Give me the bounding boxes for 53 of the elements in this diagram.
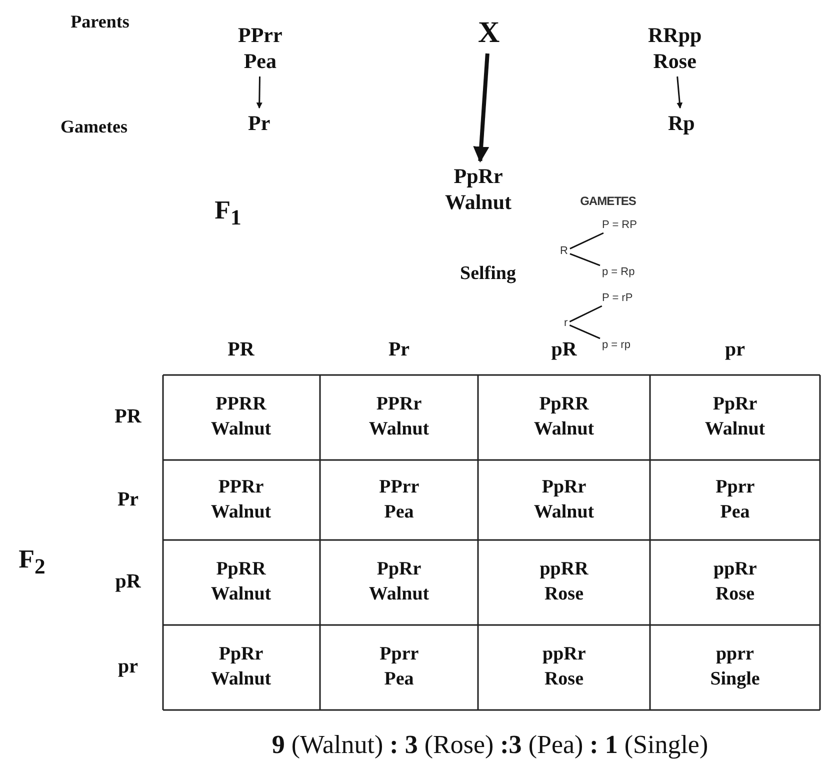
arrow	[676, 76, 683, 109]
genotype-label: Rp	[668, 110, 695, 136]
genotype-cell-text: ppRr Rose	[714, 557, 756, 606]
cross-symbol: X	[478, 15, 500, 51]
phenotype-label: Walnut	[445, 189, 512, 216]
phenotype-label: Rose	[653, 48, 696, 74]
row-header: PR	[114, 406, 142, 428]
genotype-cell-text: PpRr Walnut	[704, 392, 766, 441]
genotype-cell-text: ppRR Rose	[540, 557, 588, 606]
branch-line	[570, 253, 600, 266]
step-label: Selfing	[460, 263, 516, 285]
genotype-cell-text: PpRR Walnut	[210, 557, 272, 606]
branch-line	[569, 324, 600, 340]
column-header: Pr	[388, 338, 410, 362]
genotype-label: RRpp	[648, 22, 702, 48]
branch-line	[569, 305, 602, 322]
genotype-cell-text: PpRr Walnut	[534, 475, 594, 524]
gamete-label: r	[564, 318, 568, 329]
branch-line	[570, 232, 604, 250]
genotype-cell-text: PpRR Walnut	[534, 392, 594, 441]
phenotype-label: Pea	[244, 48, 276, 74]
gamete-label: p = rp	[602, 340, 630, 351]
column-header: pR	[551, 338, 577, 362]
column-header: pr	[725, 338, 745, 362]
gametes-heading: GAMETES	[580, 194, 636, 208]
ratio-text: 9 (Walnut) :3 (Rose) :3 (Pea) : 1 (Single)	[272, 730, 708, 760]
genotype-cell-text: PpRr Walnut	[368, 557, 430, 606]
column-header: PR	[228, 338, 254, 362]
genotype-cell-text: pprr Single	[710, 642, 760, 691]
generation-label: F$_{2}$	[18, 544, 46, 580]
genotype-cell-text: PPRR Walnut	[210, 392, 272, 441]
arrow	[256, 76, 262, 109]
gamete-label: P = RP	[602, 220, 637, 231]
row-heading: Gametes	[60, 116, 128, 138]
genotype-cell-text: Pprr Pea	[380, 642, 418, 691]
gamete-label: p = Rp	[602, 267, 635, 278]
generation-label: F$_{1}$	[214, 195, 242, 231]
genotype-label: PPrr	[238, 22, 282, 48]
row-heading: Parents	[70, 12, 130, 32]
gamete-label: R	[560, 246, 568, 257]
genotype-cell-text: PpRr Walnut	[210, 642, 272, 691]
genotype-label: Pr	[248, 110, 270, 136]
row-header: pR	[115, 570, 141, 594]
row-header: Pr	[117, 488, 139, 512]
gamete-label: P = rP	[602, 293, 633, 304]
genotype-cell-text: PPRr Walnut	[210, 475, 272, 524]
genotype-cell-text: PPRr Walnut	[368, 392, 430, 441]
row-header: pr	[118, 656, 138, 678]
genotype-cell-text: Pprr Pea	[716, 475, 754, 524]
genotype-cell-text: ppRr Rose	[542, 642, 586, 691]
arrow	[473, 53, 490, 163]
genotype-cell-text: PPrr Pea	[379, 475, 419, 524]
genotype-label: PpRr	[454, 163, 503, 190]
